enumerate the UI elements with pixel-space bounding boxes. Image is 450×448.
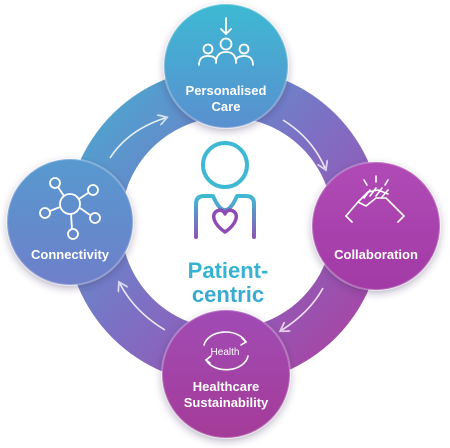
arrow-left-top bbox=[109, 118, 165, 159]
flow-arrows bbox=[109, 118, 325, 331]
center-title-line2: centric bbox=[192, 282, 264, 307]
node-right-label: Collaboration bbox=[334, 247, 418, 262]
health-cycle-icon bbox=[203, 331, 249, 371]
node-top-label-line1: Personalised bbox=[186, 83, 267, 98]
center-title-line1: Patient- bbox=[188, 258, 269, 283]
arrow-top-right bbox=[282, 119, 325, 168]
arrow-right-bottom bbox=[282, 287, 324, 330]
node-bottom-label-line1: Healthcare bbox=[193, 379, 259, 394]
center-circle bbox=[121, 117, 333, 329]
node-personalised-care[interactable]: Personalised Care bbox=[163, 3, 289, 129]
handshake-icon bbox=[345, 175, 405, 223]
node-connectivity[interactable]: Connectivity bbox=[6, 158, 134, 286]
people-group-icon bbox=[198, 17, 254, 66]
node-top-label-line2: Care bbox=[212, 99, 241, 114]
health-icon-text: Health bbox=[211, 347, 240, 358]
node-healthcare-sustainability[interactable]: Health Healthcare Sustainability bbox=[161, 309, 291, 439]
network-icon bbox=[39, 177, 101, 240]
node-bottom-label-line2: Sustainability bbox=[184, 395, 269, 410]
node-left-label: Connectivity bbox=[31, 247, 110, 262]
arrow-bottom-left bbox=[120, 284, 166, 331]
node-collaboration[interactable]: Collaboration bbox=[311, 161, 441, 291]
patient-icon bbox=[194, 141, 256, 239]
